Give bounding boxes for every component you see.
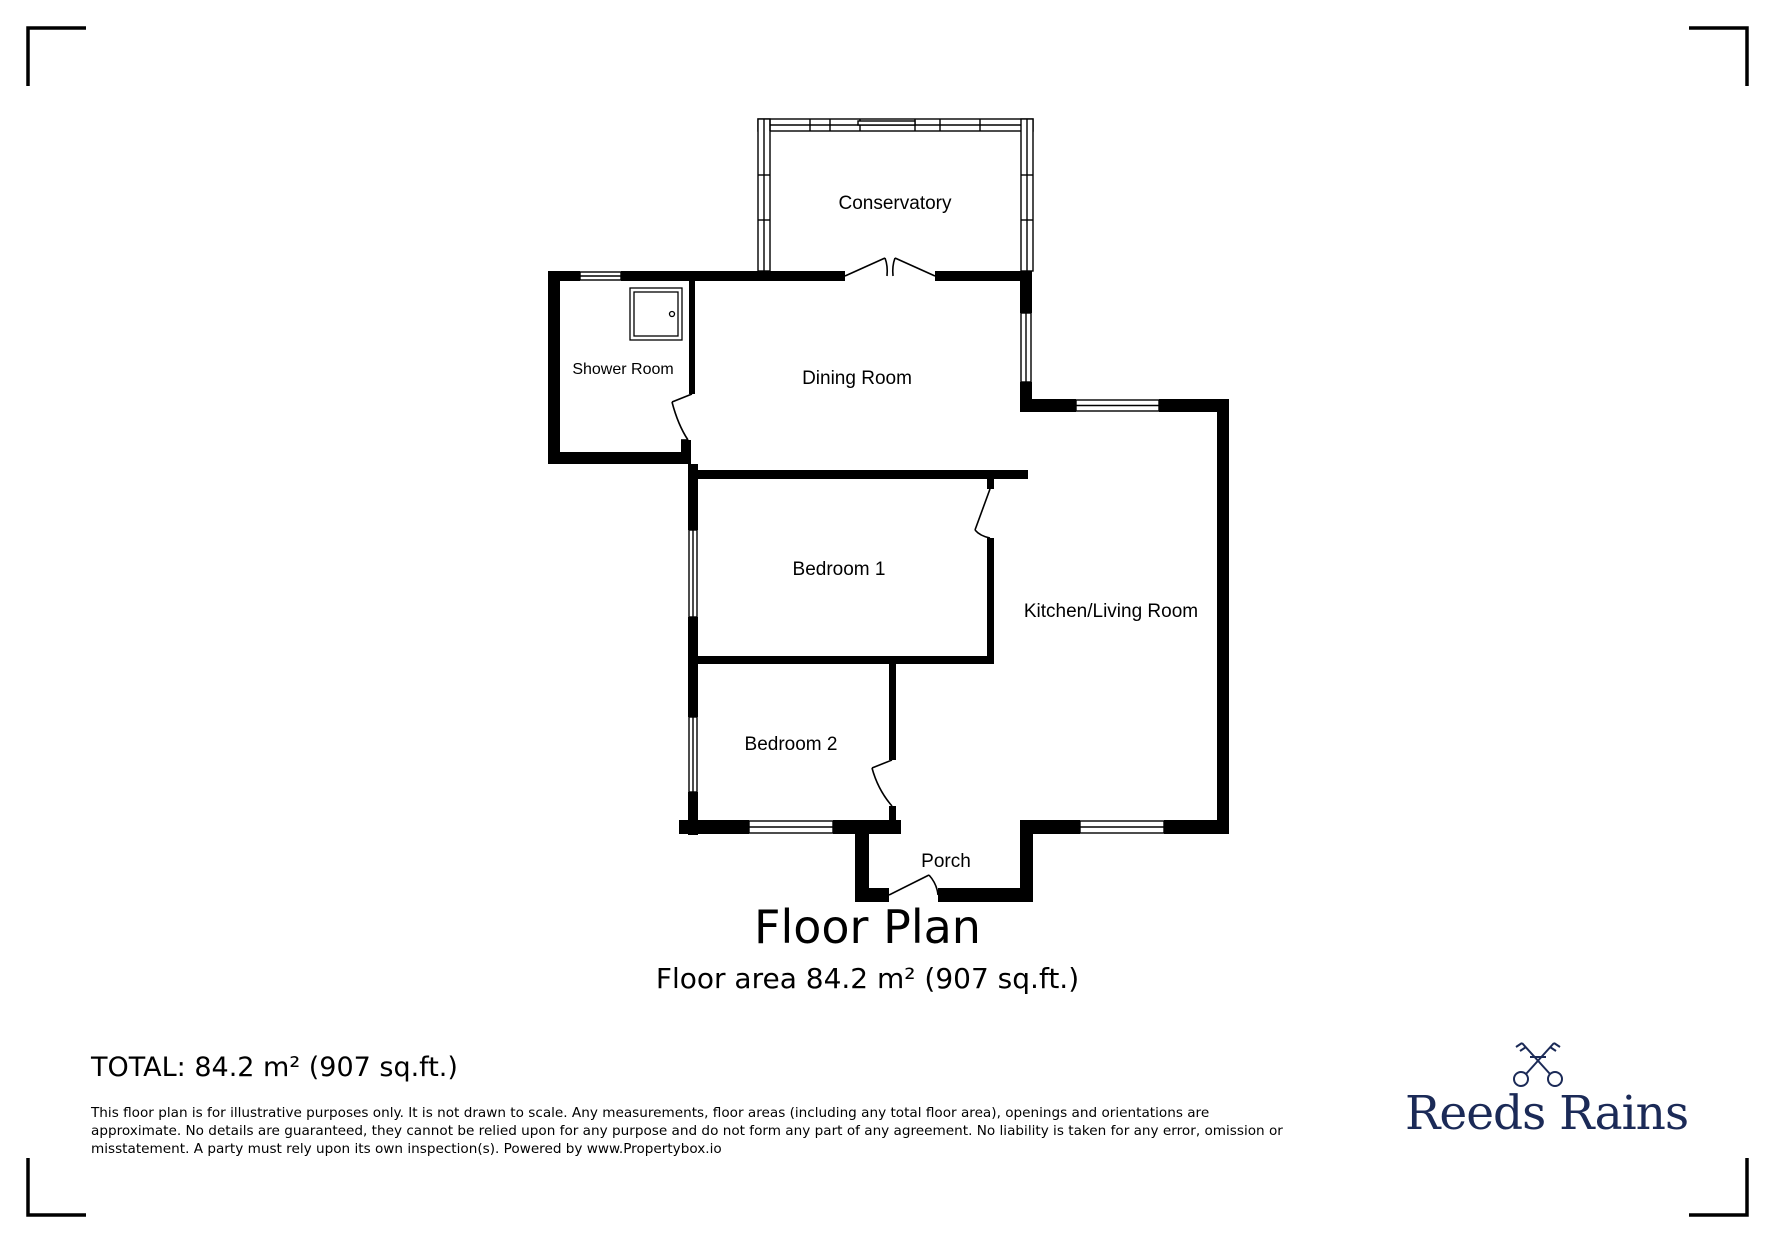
disclaimer-line: misstatement. A party must rely upon its…: [91, 1141, 722, 1157]
walls: [548, 271, 1229, 902]
shower-tray: [629, 287, 683, 341]
floor-area: Floor area 84.2 m² (907 sq.ft.): [655, 962, 1080, 995]
conservatory-glazing: [757, 118, 1034, 272]
disclaimer: This floor plan is for illustrative purp…: [91, 1104, 1351, 1158]
room-label-bedroom-1: Bedroom 1: [793, 559, 886, 580]
total-area: TOTAL: 84.2 m² (907 sq.ft.): [91, 1052, 458, 1083]
brand-name: Reeds Rains: [1405, 1086, 1689, 1141]
room-label-dining-room: Dining Room: [802, 368, 912, 389]
disclaimer-line: This floor plan is for illustrative purp…: [91, 1105, 1210, 1121]
room-label-bedroom-2: Bedroom 2: [745, 734, 838, 755]
disclaimer-line: approximate. No details are guaranteed, …: [91, 1123, 1283, 1139]
room-label-conservatory: Conservatory: [839, 193, 952, 214]
room-label-shower-room: Shower Room: [572, 361, 673, 378]
crop-marks: [26, 26, 1749, 1217]
plan-title: Floor Plan: [754, 900, 981, 954]
doors: [671, 257, 991, 896]
crossed-keys-icon: [1513, 1042, 1563, 1087]
room-label-kitchen-living: Kitchen/Living Room: [1024, 601, 1198, 622]
windows: [579, 271, 1165, 834]
room-label-porch: Porch: [921, 851, 971, 872]
